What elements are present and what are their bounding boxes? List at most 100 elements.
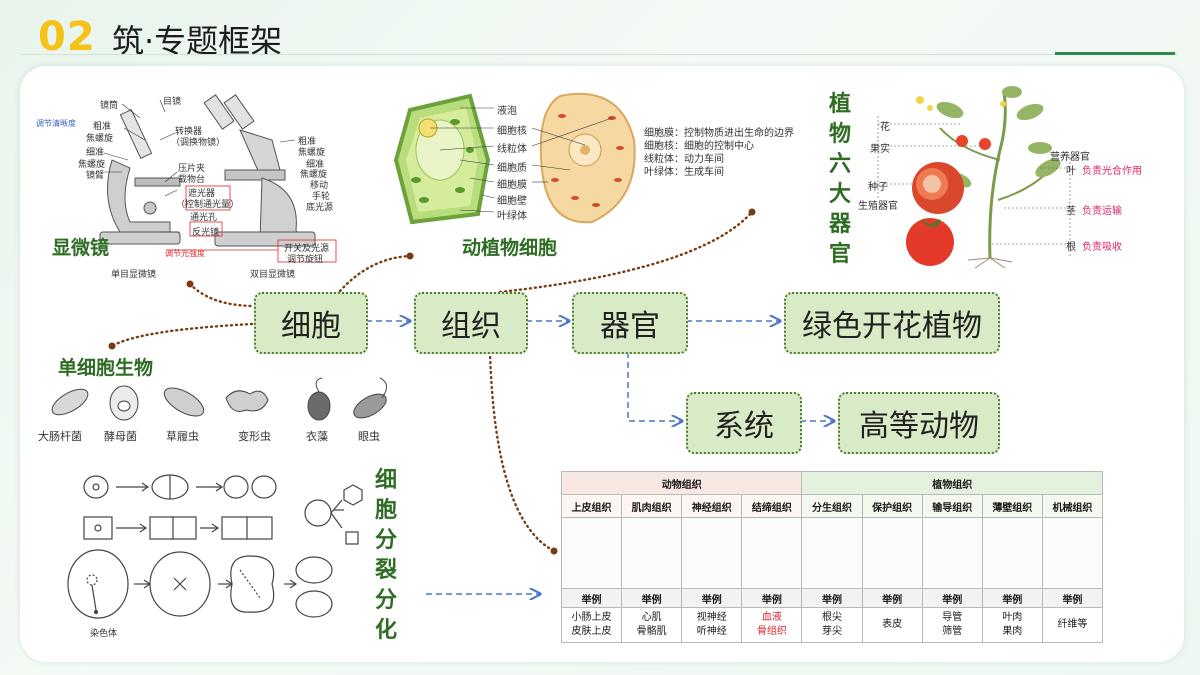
header-divider bbox=[20, 54, 1178, 55]
function-photosynthesis: 负责光合作用 bbox=[1082, 166, 1142, 177]
example-connective: 血液骨组织 bbox=[741, 607, 803, 643]
example-meristem: 根尖芽尖 bbox=[801, 607, 863, 643]
example-label: 举例 bbox=[921, 588, 983, 608]
example-label: 举例 bbox=[801, 588, 863, 608]
cell-label-vacuole: 液泡 bbox=[497, 106, 517, 117]
animal-tissue-header: 动物组织 bbox=[560, 471, 803, 495]
tissue-table: 动物组织 植物组织 上皮组织 肌肉组织 神经组织 结缔组织 分生组织 保护组织 … bbox=[560, 471, 1104, 643]
type-connective: 结缔组织 bbox=[741, 494, 803, 518]
cell-label-wall: 细胞壁 bbox=[497, 196, 527, 207]
organ-flower: 花 bbox=[880, 122, 890, 133]
organ-leaf: 叶 bbox=[1066, 166, 1076, 177]
tomato-plant-illustration bbox=[906, 86, 1061, 269]
organ-seed: 种子 bbox=[868, 182, 888, 193]
dots-cell-cells bbox=[338, 254, 412, 293]
function-absorption: 负责吸收 bbox=[1082, 242, 1122, 253]
cell-label-mitochondria: 线粒体 bbox=[497, 144, 527, 155]
example-line: 筛管 bbox=[942, 626, 963, 637]
label-converter-note: （调换物镜） bbox=[171, 138, 226, 148]
function-transport: 负责运输 bbox=[1082, 206, 1122, 217]
label-r-fine-1: 细准 bbox=[306, 160, 325, 170]
plant-bracket-lines bbox=[877, 116, 1071, 256]
example-protective: 表皮 bbox=[861, 607, 923, 643]
unicellular-title: 单细胞生物 bbox=[58, 357, 154, 379]
unicellular-illustrations bbox=[51, 377, 387, 421]
type-conductive: 输导组织 bbox=[921, 494, 983, 518]
cell-label-nucleus: 细胞核 bbox=[497, 126, 527, 137]
tissue-image-cell bbox=[861, 517, 923, 589]
tissue-image-cell bbox=[921, 517, 983, 589]
box-higher-animal: 高等动物 bbox=[838, 392, 1000, 454]
cell-note-membrane: 细胞膜：控制物质进出生命的边界 bbox=[644, 128, 794, 139]
example-line: 纤维等 bbox=[1057, 619, 1088, 630]
organism-amoeba: 变形虫 bbox=[238, 430, 271, 443]
microscope-title: 显微镜 bbox=[52, 237, 110, 259]
plant-tissue-header: 植物组织 bbox=[801, 471, 1103, 495]
microscope-label-lines bbox=[103, 99, 296, 233]
example-label: 举例 bbox=[741, 588, 803, 608]
box-organ: 器官 bbox=[572, 292, 688, 354]
dots-microscope-cell bbox=[188, 282, 254, 308]
label-fine-2: 焦螺旋 bbox=[78, 160, 106, 170]
example-label: 举例 bbox=[621, 588, 683, 608]
type-mechanical: 机械组织 bbox=[1041, 494, 1104, 518]
example-label: 举例 bbox=[861, 588, 923, 608]
group-nutritive: 营养器官 bbox=[1050, 152, 1090, 163]
type-epithelial: 上皮组织 bbox=[560, 494, 623, 518]
example-label: 举例 bbox=[981, 588, 1043, 608]
organ-stem: 茎 bbox=[1066, 206, 1076, 217]
type-meristem: 分生组织 bbox=[801, 494, 863, 518]
type-protective: 保护组织 bbox=[861, 494, 923, 518]
organ-fruit: 果实 bbox=[870, 144, 890, 155]
example-line: 心肌 bbox=[641, 612, 662, 623]
arrow-organ-system bbox=[627, 352, 682, 421]
label-stage: 载物台 bbox=[178, 175, 206, 185]
label-switch-2: 调节旋钮 bbox=[287, 255, 324, 265]
tissue-image-cell bbox=[1041, 517, 1104, 589]
label-coarse-1: 粗准 bbox=[93, 122, 112, 132]
example-line: 小肠上皮 bbox=[571, 612, 612, 623]
organism-euglena: 眼虫 bbox=[358, 430, 380, 443]
example-parenchyma: 叶肉果肉 bbox=[981, 607, 1043, 643]
example-line: 表皮 bbox=[882, 619, 903, 630]
plant-organs-title: 植物六大器官 bbox=[826, 90, 854, 270]
dots-tissue-table bbox=[488, 350, 556, 553]
plant-organs-title-text: 植物六大器官 bbox=[828, 92, 851, 267]
example-line: 芽尖 bbox=[821, 626, 842, 637]
organism-chlamydomonas: 衣藻 bbox=[306, 430, 328, 443]
example-mechanical: 纤维等 bbox=[1041, 607, 1104, 643]
example-line: 皮肤上皮 bbox=[571, 626, 612, 637]
tissue-image-cell bbox=[621, 517, 683, 589]
tissue-image-cell bbox=[981, 517, 1043, 589]
example-line: 叶肉 bbox=[1002, 612, 1023, 623]
example-label: 举例 bbox=[1041, 588, 1104, 608]
tissue-image-cell bbox=[741, 517, 803, 589]
example-epithelial: 小肠上皮皮肤上皮 bbox=[560, 607, 623, 643]
cell-label-lines bbox=[430, 107, 613, 213]
microscope-single-illustration bbox=[99, 109, 181, 245]
example-conductive: 导管筛管 bbox=[921, 607, 983, 643]
plant-cell-illustration bbox=[393, 93, 491, 225]
example-line: 血液 bbox=[761, 612, 782, 623]
section-number: 02 bbox=[38, 14, 96, 60]
tissue-image-cell bbox=[560, 517, 623, 589]
division-title-text: 细胞分裂分化 bbox=[374, 468, 397, 643]
caption-double-microscope: 双目显微镜 bbox=[250, 270, 296, 280]
organism-yeast: 酵母菌 bbox=[104, 430, 137, 443]
division-title: 细胞分裂分化 bbox=[372, 466, 400, 646]
tissue-image-cell bbox=[681, 517, 743, 589]
example-line: 骨组织 bbox=[756, 626, 787, 637]
group-reproductive: 生殖器官 bbox=[858, 201, 898, 212]
label-r-fine-2: 焦螺旋 bbox=[300, 170, 328, 180]
type-nerve: 神经组织 bbox=[681, 494, 743, 518]
cell-note-chloroplast: 叶绿体：生成车间 bbox=[644, 167, 724, 178]
organism-paramecium: 草履虫 bbox=[166, 430, 199, 443]
label-fine-1: 细准 bbox=[86, 148, 105, 158]
example-line: 导管 bbox=[942, 612, 963, 623]
label-r-wheel: 手轮 bbox=[312, 192, 331, 202]
cell-note-mitochondria: 线粒体：动力车间 bbox=[644, 154, 724, 165]
box-tissue: 组织 bbox=[414, 292, 528, 354]
label-brightness: 调节光强度 bbox=[165, 249, 205, 258]
cell-label-chloroplast: 叶绿体 bbox=[497, 211, 527, 222]
label-diaphragm: 遮光器 bbox=[188, 189, 216, 199]
